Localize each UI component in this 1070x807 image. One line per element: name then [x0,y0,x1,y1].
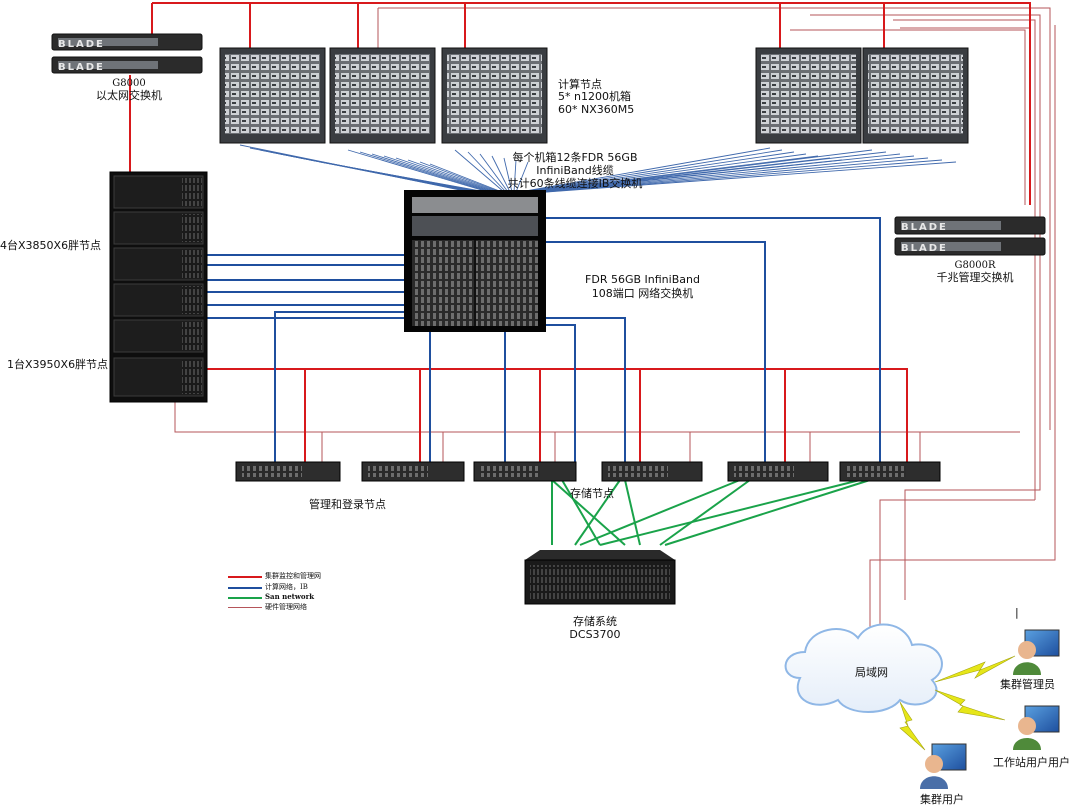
ethernet-switch-brand-2: BLADE [58,62,105,73]
user-cluster-label: 集群用户 [920,793,964,806]
storage-system-label: 存储系统 [573,615,617,628]
infiniband-switch [404,190,546,332]
ib-switch-line1: FDR 56GB InfiniBand [585,273,700,286]
ethernet-switch-g8000 [51,33,203,74]
compute-chassis [219,47,326,144]
ib-switch-line2: 108端口 网络交换机 [591,287,694,300]
ib-cable-fan [239,144,957,193]
rack-server [473,461,577,482]
user-admin-icon [1013,629,1060,675]
storage-nodes-label: 存储节点 [570,487,614,500]
lan-links [899,655,1016,751]
rack-server [727,461,829,482]
storage-system-dcs3700 [524,550,676,605]
legend-label-hw: 硬件管理网络 [265,603,307,611]
user-workstation-icon [1013,705,1060,750]
ethernet-switch-brand: BLADE [58,39,105,50]
mgmt-login-label: 管理和登录节点 [309,498,386,511]
ethernet-switch-caption: 以太网交换机 [96,89,162,102]
legend-label-ib: 计算网络，IB [265,583,308,591]
san-network-lines [551,479,871,546]
fat-node-rack [109,171,208,403]
gigabit-switch-brand-2: BLADE [901,243,948,254]
ib-cabling-line2: InfiniBand线缆 [536,164,614,177]
rack-server [601,461,703,482]
storage-system-model: DCS3700 [569,628,621,641]
compute-chassis-count: 5* n1200机箱 [558,90,631,103]
user-workstation-label: 工作站用户用户 [993,756,1070,769]
fat-node-x3950-label: 1台X3950X6胖节点 [7,358,109,371]
gigabit-switch-model: G8000R [954,260,996,271]
ib-cabling-line1: 每个机箱12条FDR 56GB [512,151,638,164]
compute-node-count: 60* NX360M5 [558,103,635,116]
rack-server [839,461,941,482]
gigabit-switch-brand: BLADE [901,222,948,233]
gigabit-switch-g8000r [894,216,1046,256]
compute-chassis [441,47,548,144]
lan-cloud [784,623,943,713]
rack-server [361,461,465,482]
user-admin-label: 集群管理员 [1000,678,1055,691]
tick-mark: | [1015,606,1019,619]
compute-chassis [329,47,436,144]
rack-server [235,461,341,482]
legend-swatch-san [228,597,262,599]
management-network-lines [129,2,1031,462]
user-cluster-icon [920,743,967,789]
compute-chassis-group [219,47,969,144]
gigabit-switch-caption: 千兆管理交换机 [936,271,1014,284]
legend-swatch-ib [228,587,262,589]
compute-title: 计算节点 [558,78,602,91]
lan-label: 局域网 [855,666,888,679]
ethernet-switch-model: G8000 [112,78,146,89]
fat-node-x3850-label: 4台X3850X6胖节点 [0,239,102,252]
legend-swatch-mgmt [228,576,262,578]
rack-servers [235,461,941,482]
legend-label-mgmt: 集群监控和管理网 [265,572,321,580]
legend-label-san: San network [265,592,315,601]
legend-swatch-hw [228,607,262,608]
compute-chassis [862,47,969,144]
ib-cabling-line3: 共计60条线缆连接IB交换机 [507,177,643,190]
compute-chassis [755,47,862,144]
ib-network-lines [205,217,881,462]
